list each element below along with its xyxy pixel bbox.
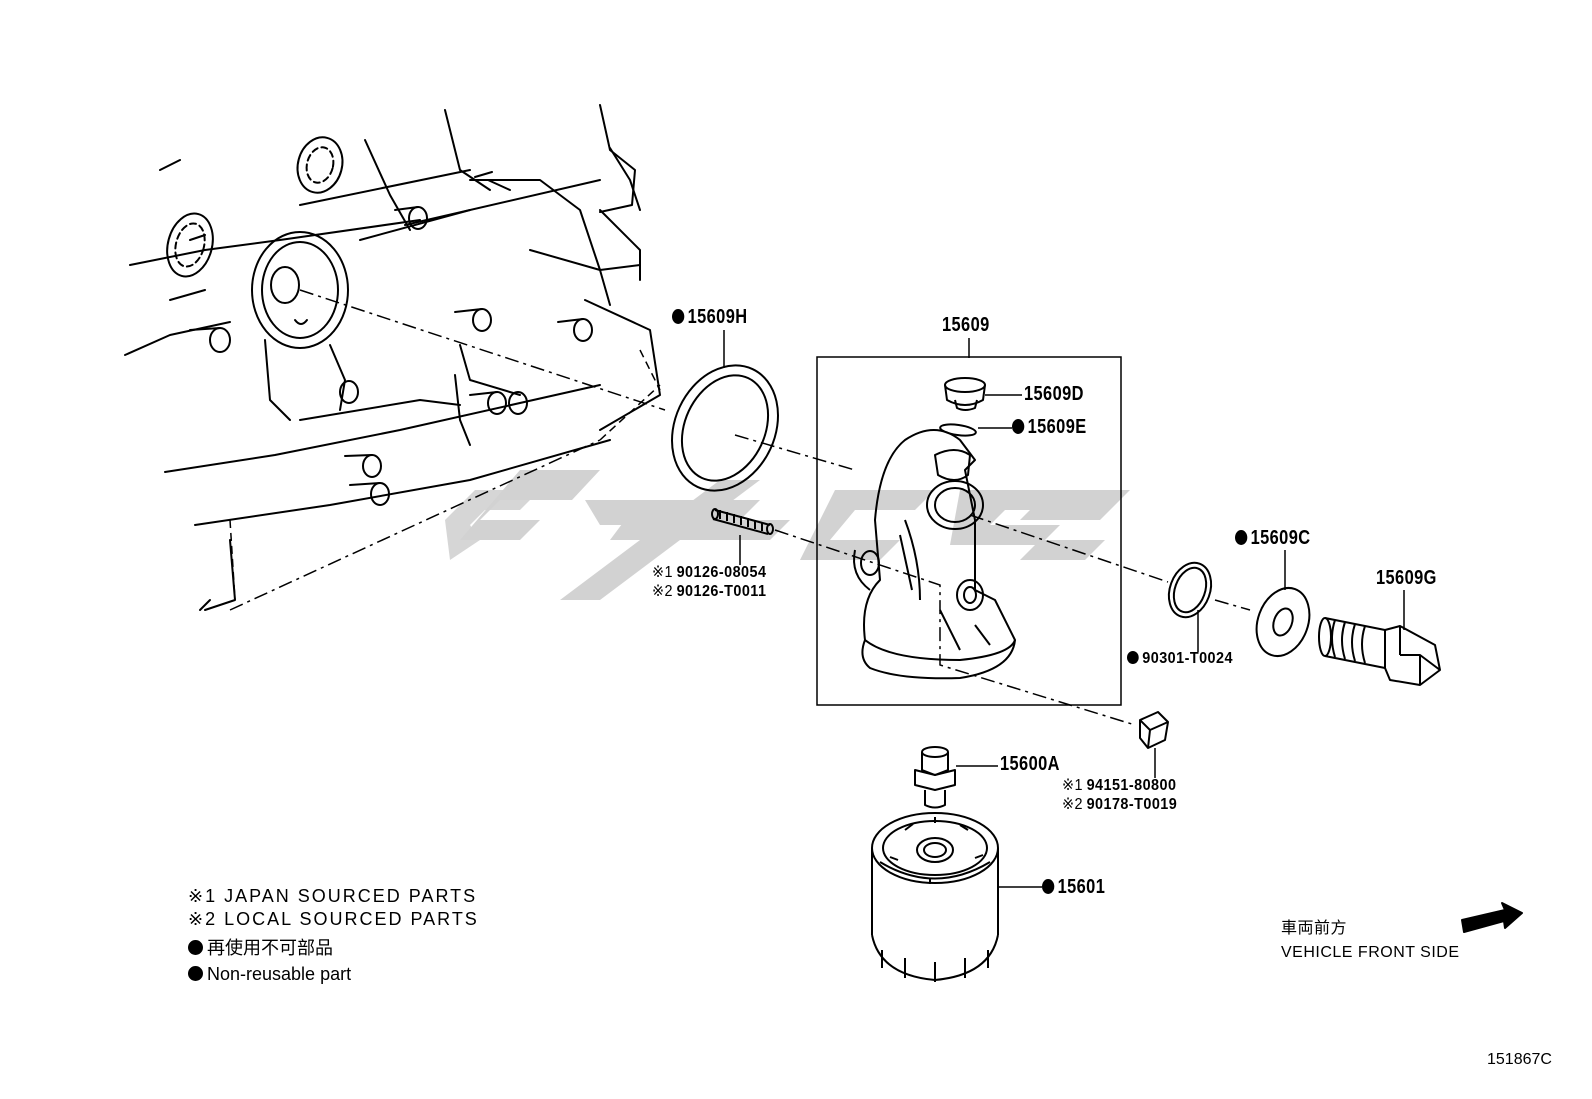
vehicle-front-jp: 車両前方 <box>1281 920 1348 937</box>
non-reusable-dot <box>1127 651 1139 664</box>
stud-bolt <box>711 508 774 535</box>
label-90301: 90301-T0024 <box>1127 651 1233 667</box>
vehicle-front-en: VEHICLE FRONT SIDE <box>1281 944 1460 961</box>
nut <box>1139 711 1169 749</box>
union-bolt-15609G <box>1318 617 1441 686</box>
gasket-15609E <box>939 423 977 437</box>
label-15609G: 15609G <box>1376 567 1437 589</box>
assembly-box-15609 <box>816 356 1122 706</box>
assembly-centerlines <box>229 289 1251 726</box>
non-reusable-dot <box>1235 530 1248 545</box>
non-reusable-dot <box>1012 419 1025 434</box>
label-15601: 15601 <box>1042 877 1105 897</box>
illustration-ref-number: 151867C <box>1487 1051 1552 1068</box>
label-15609: 15609 <box>942 314 990 336</box>
non-reusable-dot <box>188 940 203 955</box>
label-15609C: 15609C <box>1235 528 1310 548</box>
oil-filter-15601 <box>871 812 999 982</box>
legend-japan-sourced: ※1 JAPAN SOURCED PARTS <box>188 886 478 906</box>
leader-lines <box>723 330 1405 888</box>
oring-90301 <box>1167 561 1213 619</box>
oring-15609H <box>671 364 779 492</box>
washer-15609C <box>1255 587 1311 657</box>
non-reusable-dot <box>672 309 685 324</box>
legend-non-reusable-jp: 再使用不可部品 <box>188 939 333 957</box>
label-15609H: 15609H <box>672 307 747 327</box>
label-15600A: 15600A <box>1000 753 1060 775</box>
plug-15609D <box>944 377 986 411</box>
front-arrow <box>1461 902 1523 933</box>
union-15600A <box>914 746 956 809</box>
label-15609E: 15609E <box>1012 417 1087 437</box>
non-reusable-dot <box>1042 879 1055 894</box>
label-15609D: 15609D <box>1024 383 1084 405</box>
engine-block <box>124 104 661 611</box>
non-reusable-dot <box>188 966 203 981</box>
legend-non-reusable-en: Non-reusable part <box>188 965 351 983</box>
watermark-logo <box>445 470 1130 600</box>
part-drawings <box>671 364 1523 982</box>
oil-filter-bracket <box>853 429 1016 680</box>
engine-hidden-lines <box>229 349 661 601</box>
legend-local-sourced: ※2 LOCAL SOURCED PARTS <box>188 909 479 929</box>
